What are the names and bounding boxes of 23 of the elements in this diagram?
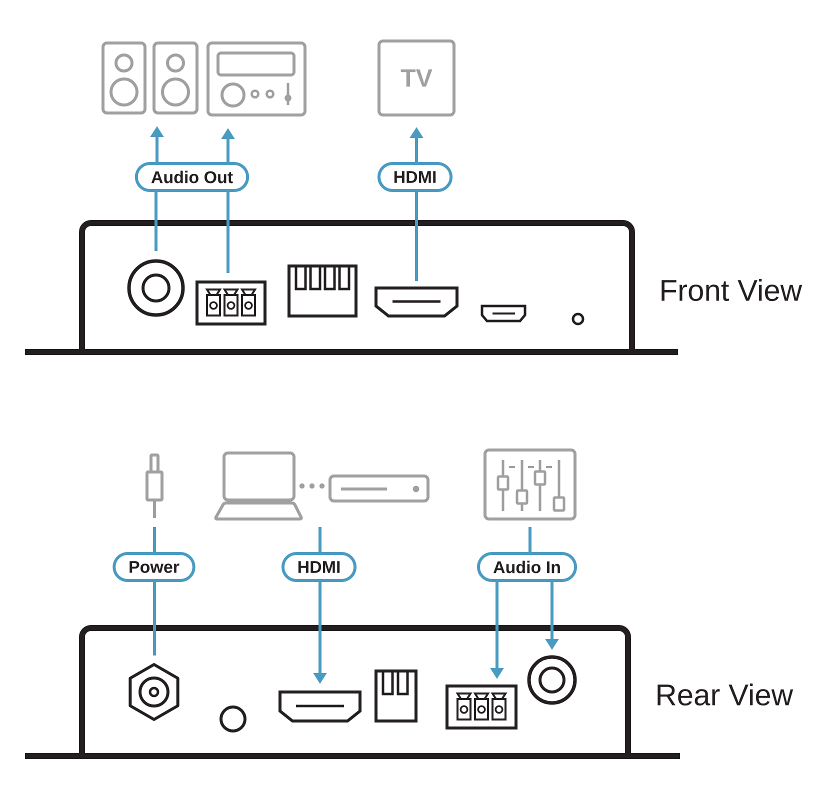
audio-jack — [527, 655, 577, 705]
tv-box: TV — [378, 40, 456, 116]
view-label: Rear View — [658, 684, 794, 706]
dc-power-jack — [128, 663, 180, 721]
connector-line — [528, 527, 532, 554]
terminal-block — [446, 684, 518, 730]
view-label: Front View — [662, 279, 802, 302]
amplifier-icon — [206, 42, 306, 116]
edge-label: HDMI — [377, 162, 453, 192]
speakers-icon — [102, 42, 198, 114]
connector-line — [226, 190, 230, 273]
hdmi-port — [374, 286, 458, 318]
power-plug-icon — [146, 454, 164, 518]
mixer-icon — [484, 448, 576, 520]
hdmi-port — [278, 690, 362, 722]
edge-label: HDMI — [281, 552, 357, 582]
edge-label: Power — [112, 552, 196, 582]
terminal-block — [196, 280, 266, 326]
audio-jack — [127, 259, 185, 317]
label-pill: Audio Out — [134, 162, 250, 192]
connector-line — [154, 190, 158, 251]
laptop-player-icon — [214, 452, 430, 520]
label-pill: Audio In — [476, 552, 578, 582]
